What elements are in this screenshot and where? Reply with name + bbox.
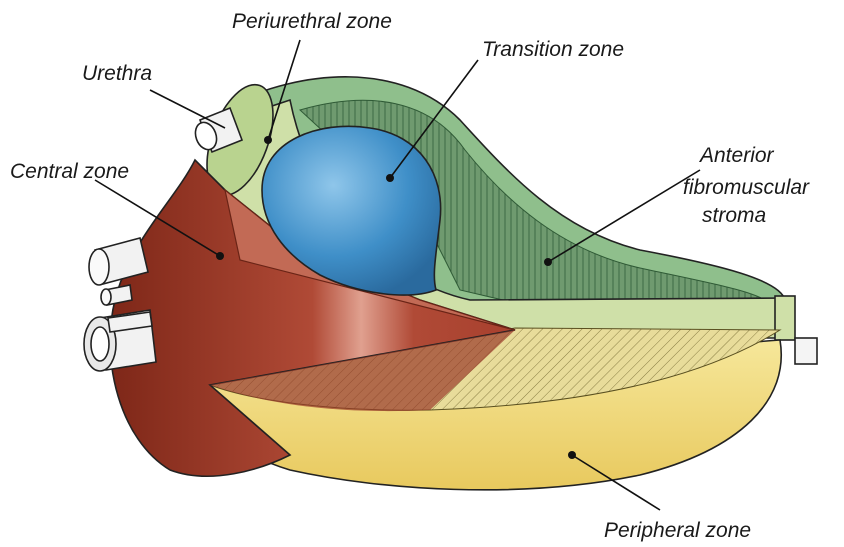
label-stroma-line3: stroma bbox=[702, 204, 766, 227]
label-peripheral-zone: Peripheral zone bbox=[604, 519, 751, 542]
label-periurethral-zone: Periurethral zone bbox=[232, 10, 392, 33]
label-urethra: Urethra bbox=[82, 62, 152, 85]
leader-urethra bbox=[150, 90, 225, 128]
label-central-zone: Central zone bbox=[10, 160, 129, 183]
label-stroma-line1: Anterior bbox=[698, 144, 775, 167]
label-transition-zone: Transition zone bbox=[482, 38, 624, 61]
label-stroma-line2: fibromuscular bbox=[683, 176, 810, 199]
